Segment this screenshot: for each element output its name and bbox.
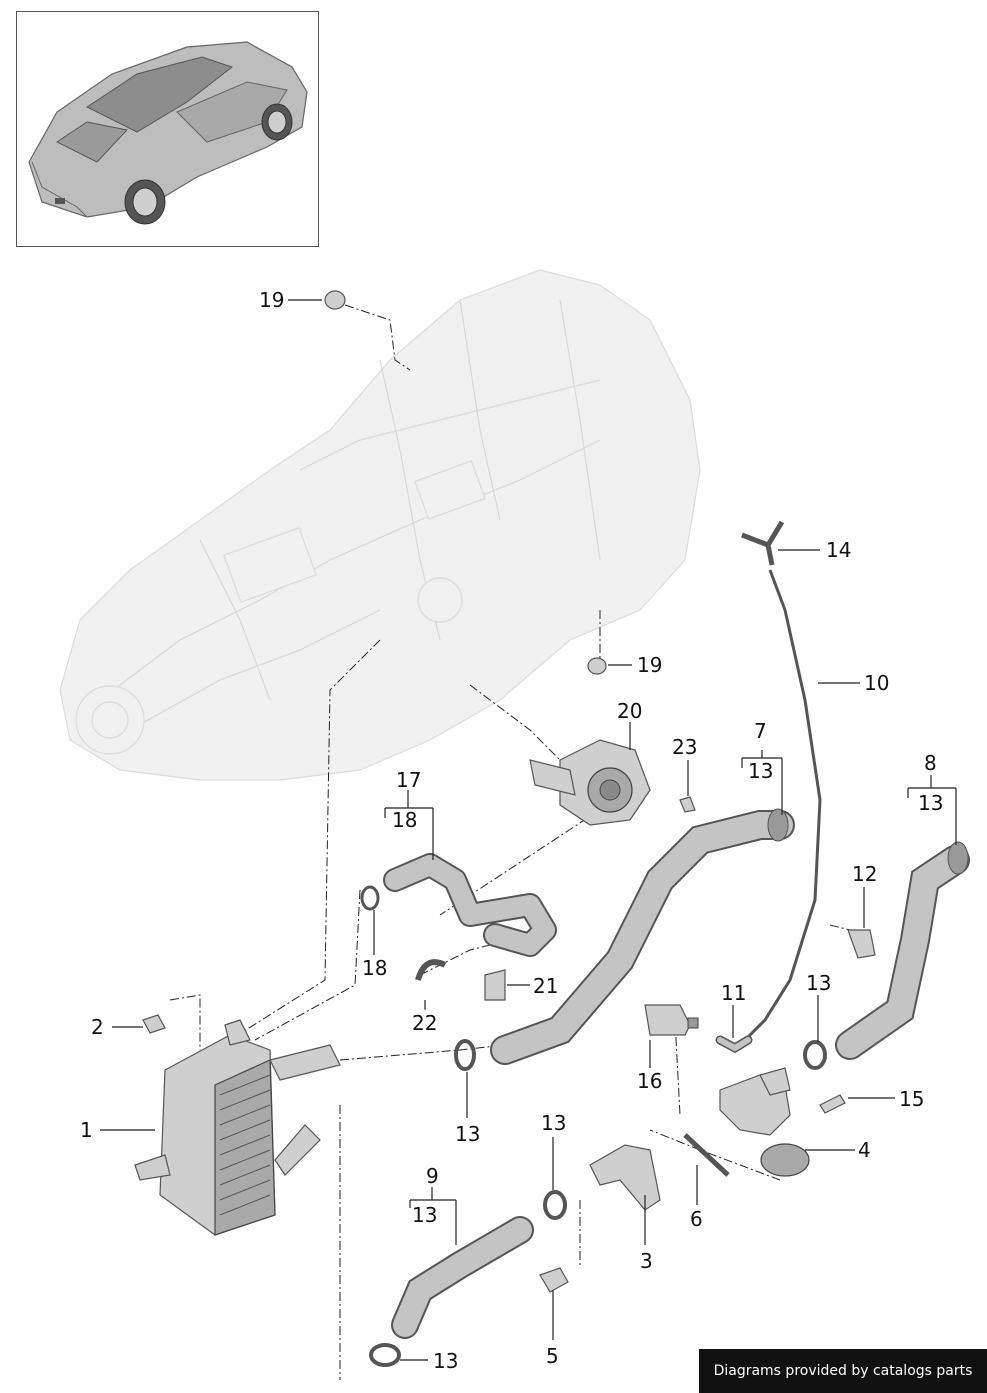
callout-17: 17	[396, 768, 421, 792]
car-illustration	[28, 41, 308, 225]
callout-13-bottom: 13	[433, 1349, 458, 1373]
o-ring-part-18[interactable]	[360, 885, 380, 911]
leader-lines	[100, 299, 957, 1361]
callout-11: 11	[721, 981, 746, 1005]
hose-clamp-part-13-right[interactable]	[803, 1040, 827, 1070]
callout-7-13: 13	[748, 759, 773, 783]
callout-labels: 19 14 19 10 20 7 13 23 8 13 17 18 12 18 …	[80, 288, 943, 1373]
callout-8-13: 13	[918, 791, 943, 815]
callout-19-lower: 19	[637, 653, 662, 677]
bolt-part-23[interactable]	[679, 796, 696, 813]
bolt-part-5[interactable]	[539, 1267, 569, 1293]
y-connector-part-14[interactable]	[741, 520, 785, 566]
transmission-ghost	[59, 269, 701, 781]
callout-22: 22	[412, 1011, 437, 1035]
footer-text: Diagrams provided by catalogs parts	[713, 1363, 973, 1379]
callout-10: 10	[864, 671, 889, 695]
vent-line-part-10[interactable]	[743, 569, 822, 1042]
callout-18: 18	[362, 956, 387, 980]
callout-14: 14	[826, 538, 851, 562]
callout-9: 9	[426, 1164, 439, 1188]
callout-13-mid: 13	[541, 1111, 566, 1135]
short-hose-part-11[interactable]	[715, 1035, 753, 1054]
callout-6: 6	[690, 1207, 703, 1231]
hose-clamp-part-13-left[interactable]	[454, 1039, 476, 1071]
hose-clamp-part-13-mid[interactable]	[543, 1190, 567, 1220]
callout-5: 5	[546, 1344, 559, 1368]
plug-part-19-lower[interactable]	[587, 657, 607, 675]
callout-21: 21	[533, 974, 558, 998]
callout-7: 7	[754, 719, 767, 743]
callout-23: 23	[672, 735, 697, 759]
callout-20: 20	[617, 699, 642, 723]
callout-12: 12	[852, 862, 877, 886]
callout-13-left: 13	[455, 1122, 480, 1146]
coolant-hose-part-9[interactable]	[391, 1216, 534, 1339]
coolant-hose-part-17[interactable]	[383, 853, 557, 957]
plug-part-19-upper[interactable]	[324, 290, 346, 310]
coolant-hose-part-7[interactable]	[490, 808, 795, 1065]
bolt-part-15[interactable]	[819, 1094, 846, 1114]
clip-part-21[interactable]	[484, 969, 506, 1001]
callout-8: 8	[924, 751, 937, 775]
callout-3: 3	[640, 1249, 653, 1273]
oil-cooler-part-1[interactable]	[134, 1019, 341, 1236]
coolant-hose-part-8[interactable]	[835, 841, 970, 1060]
clip-part-12[interactable]	[847, 929, 876, 959]
callout-1: 1	[80, 1118, 93, 1142]
valve-part-16[interactable]	[644, 1004, 699, 1036]
callout-17-18: 18	[392, 808, 417, 832]
pump-part-20[interactable]	[529, 739, 651, 826]
thermostat-housing-part-4[interactable]	[719, 1067, 810, 1177]
vehicle-thumbnail	[16, 11, 319, 247]
callout-19-upper: 19	[259, 288, 284, 312]
callout-16: 16	[637, 1069, 662, 1093]
callout-15: 15	[899, 1087, 924, 1111]
rod-part-6[interactable]	[683, 1133, 730, 1177]
bracket-part-3[interactable]	[589, 1144, 661, 1211]
hose-clamp-part-13-bottom[interactable]	[369, 1343, 401, 1367]
callout-4: 4	[858, 1138, 871, 1162]
attribution-footer: Diagrams provided by catalogs parts	[699, 1349, 987, 1393]
bolt-part-2[interactable]	[142, 1014, 166, 1034]
callout-13-right: 13	[806, 971, 831, 995]
clip-part-22[interactable]	[415, 959, 447, 981]
callout-9-13: 13	[412, 1203, 437, 1227]
callout-2: 2	[91, 1015, 104, 1039]
